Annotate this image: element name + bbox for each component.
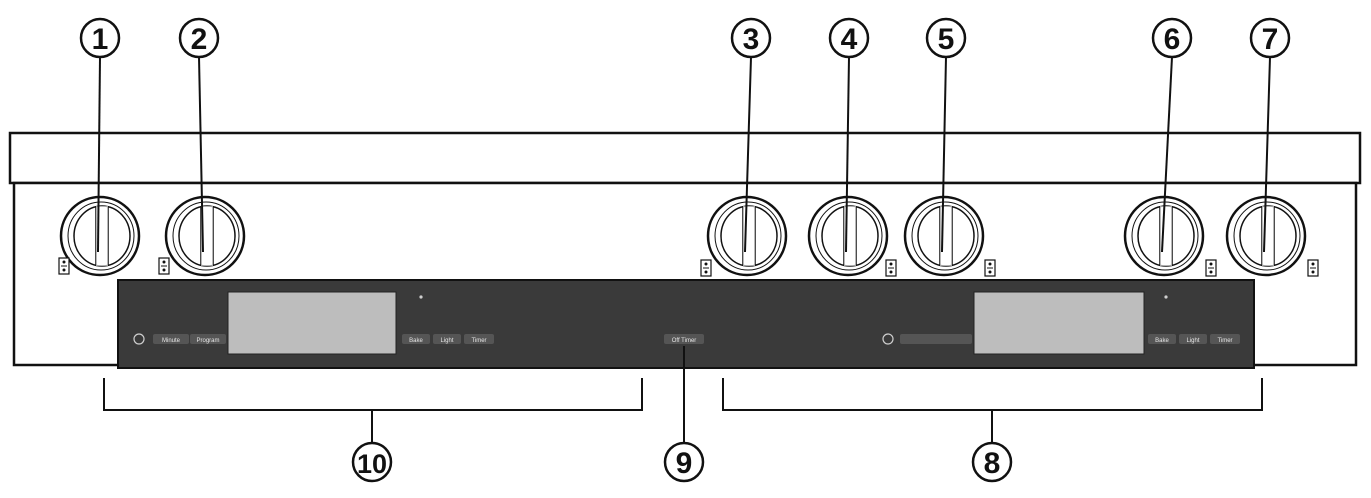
knob-symbol-icon-4 [885, 259, 897, 277]
knob-2[interactable] [164, 195, 246, 277]
leader-5 [941, 56, 947, 253]
callout-label-7: 7 [1262, 23, 1279, 56]
knob-4[interactable] [807, 195, 889, 277]
left-btn-bake[interactable] [402, 334, 430, 344]
leader-7 [1263, 56, 1271, 253]
knob-symbol-icon-3 [700, 259, 712, 277]
right-display [973, 291, 1145, 355]
callout-10: 10 [351, 441, 393, 483]
callout-4: 4 [828, 17, 870, 59]
callout-label-3: 3 [743, 23, 760, 56]
left-display [227, 291, 397, 355]
center-off-timer-button[interactable] [664, 334, 704, 344]
callout-7: 7 [1249, 17, 1291, 59]
callout-label-8: 8 [984, 447, 1001, 480]
knob-symbols [58, 257, 1319, 277]
knob-5[interactable] [903, 195, 985, 277]
callout-label-2: 2 [191, 23, 208, 56]
left-btn-program[interactable] [190, 334, 226, 344]
callout-label-10: 10 [357, 449, 387, 479]
leader-2 [198, 56, 204, 253]
knob-symbol-icon-5 [984, 259, 996, 277]
right-btn-light[interactable] [1179, 334, 1207, 344]
callout-1: 1 [79, 17, 121, 59]
knob-symbol-icon-6 [1205, 259, 1217, 277]
knob-symbol-icon-2 [158, 257, 170, 275]
callout-2: 2 [178, 17, 220, 59]
right-indicator-dot [1164, 295, 1168, 299]
left-btn-light-label: Light [440, 338, 453, 344]
callout-label-6: 6 [1164, 23, 1181, 56]
leader-1 [97, 56, 101, 253]
callout-9: 9 [663, 441, 705, 483]
right-btn-blank[interactable] [900, 334, 972, 344]
callout-markers: 1 2 3 4 5 6 7 8 9 10 [79, 17, 1291, 483]
leader-4 [845, 56, 850, 253]
knob-symbol-icon-1 [58, 257, 70, 275]
left-indicator-dot [419, 295, 423, 299]
right-btn-timer-label: Timer [1217, 338, 1232, 344]
callout-label-9: 9 [676, 447, 693, 480]
callout-leaders [97, 56, 1271, 253]
left-btn-minute-label: Minute [162, 338, 181, 344]
callout-6: 6 [1151, 17, 1193, 59]
callout-8: 8 [971, 441, 1013, 483]
right-power-icon[interactable] [882, 333, 894, 345]
left-btn-program-label: Program [196, 338, 219, 344]
knob-symbol-icon-7 [1307, 259, 1319, 277]
callout-5: 5 [925, 17, 967, 59]
callout-label-1: 1 [92, 23, 109, 56]
bracket-10 [103, 378, 643, 442]
right-btn-light-label: Light [1186, 338, 1199, 344]
left-btn-bake-label: Bake [409, 338, 423, 344]
left-oven-controls: Minute Program Bake Light Timer [133, 291, 494, 355]
leader-3 [744, 56, 752, 253]
bracket-8 [722, 378, 1263, 442]
right-btn-timer[interactable] [1210, 334, 1240, 344]
center-off-timer-label: Off Timer [672, 338, 697, 344]
left-power-icon[interactable] [133, 333, 145, 345]
leader-6 [1161, 56, 1173, 253]
callout-3: 3 [730, 17, 772, 59]
knob-1[interactable] [59, 195, 141, 277]
right-btn-bake[interactable] [1148, 334, 1176, 344]
callout-label-5: 5 [938, 23, 955, 56]
callout-label-4: 4 [841, 23, 858, 56]
knobs-group [59, 195, 1307, 277]
left-btn-timer-label: Timer [471, 338, 486, 344]
left-btn-minute[interactable] [153, 334, 189, 344]
right-oven-controls: Bake Light Timer [882, 291, 1240, 355]
right-btn-bake-label: Bake [1155, 338, 1169, 344]
left-btn-timer[interactable] [464, 334, 494, 344]
cooktop-rim [8, 131, 1362, 185]
left-btn-light[interactable] [433, 334, 461, 344]
